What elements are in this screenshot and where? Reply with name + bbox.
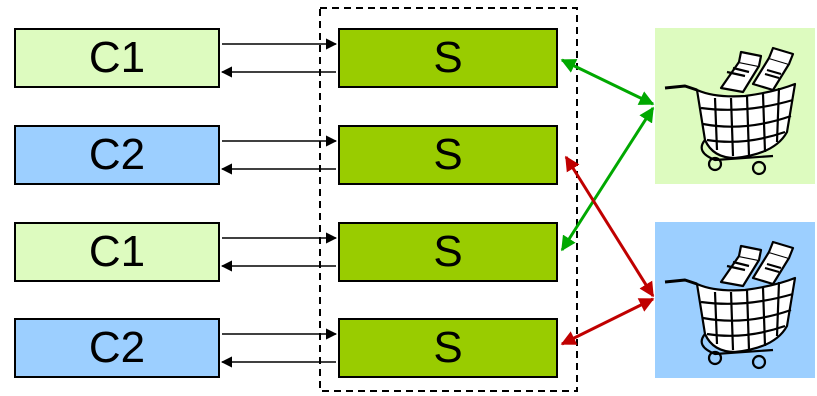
green-link: [560, 58, 655, 106]
red-link: [564, 155, 655, 298]
client-box-1: C1: [14, 28, 220, 88]
client-label: C2: [88, 323, 146, 372]
cart-panel-1: [655, 28, 815, 184]
server-box-2: S: [338, 125, 558, 185]
green-link: [560, 106, 655, 252]
client-server-arrows: [220, 38, 338, 368]
server-box-3: S: [338, 222, 558, 282]
server-label: S: [433, 130, 463, 179]
client-box-2: C2: [14, 125, 220, 185]
server-label: S: [433, 33, 463, 82]
shopping-cart-icon: [664, 46, 797, 176]
server-label: S: [433, 323, 463, 372]
server-box-1: S: [338, 28, 558, 88]
server-label: S: [433, 227, 463, 276]
client-label: C1: [88, 33, 146, 82]
cart-panel-2: [655, 222, 815, 378]
red-link: [560, 297, 655, 346]
server-box-4: S: [338, 318, 558, 378]
client-label: C1: [88, 227, 146, 276]
client-label: C2: [88, 130, 146, 179]
client-box-4: C2: [14, 318, 220, 378]
shopping-cart-icon: [664, 240, 797, 370]
client-box-3: C1: [14, 222, 220, 282]
server-group-border: [319, 7, 578, 392]
